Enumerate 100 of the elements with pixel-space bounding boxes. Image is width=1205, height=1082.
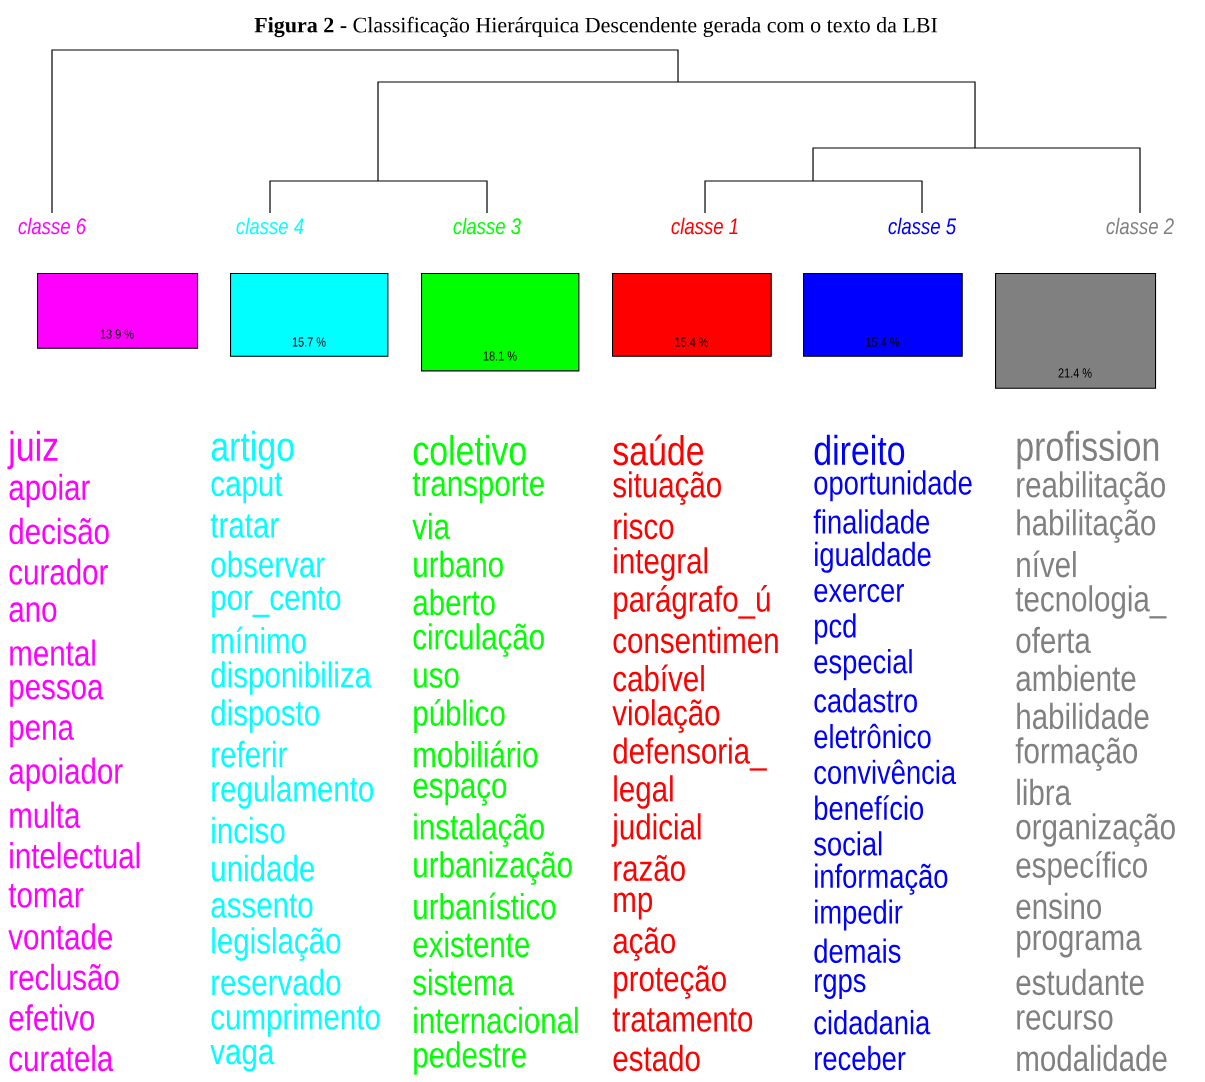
word: defensoria_ bbox=[613, 737, 767, 771]
word: tecnologia_ bbox=[1015, 585, 1167, 619]
word: circulação bbox=[413, 623, 544, 657]
word: vontade bbox=[8, 923, 112, 950]
word: caput bbox=[211, 472, 283, 504]
word: espaço bbox=[413, 778, 507, 806]
word: direito bbox=[814, 434, 905, 466]
word: aberto bbox=[413, 588, 495, 616]
word: eletrônico bbox=[814, 723, 931, 749]
word: judicial bbox=[611, 813, 701, 847]
word: mp bbox=[614, 892, 653, 920]
word: reclusão bbox=[10, 963, 119, 991]
word: habilidade bbox=[1017, 702, 1149, 730]
word: juiz bbox=[7, 430, 58, 470]
class-bar bbox=[37, 273, 199, 349]
word: igualdade bbox=[815, 541, 931, 573]
word: disposto bbox=[211, 699, 319, 733]
word: benefício bbox=[815, 795, 924, 821]
word: ensino bbox=[1016, 892, 1101, 920]
word: apoiador bbox=[9, 757, 123, 792]
word: tomar bbox=[8, 884, 84, 908]
word: referir bbox=[212, 740, 287, 768]
word: pedestre bbox=[414, 1041, 526, 1075]
word: mínimo bbox=[212, 626, 306, 654]
word: apoiar bbox=[9, 473, 90, 508]
word: oportunidade bbox=[814, 470, 972, 502]
word: impedir bbox=[815, 899, 903, 931]
word: ação bbox=[613, 927, 676, 961]
word: decisão bbox=[9, 517, 109, 545]
word: consentimen bbox=[613, 626, 778, 654]
word: via bbox=[412, 512, 450, 540]
word: cidadania bbox=[814, 1010, 931, 1035]
word: por_cento bbox=[212, 586, 341, 618]
word: organização bbox=[1016, 813, 1175, 847]
word: reabilitação bbox=[1017, 471, 1165, 505]
word: violação bbox=[612, 699, 720, 733]
word: rgps bbox=[815, 974, 866, 999]
class-label: classe 3 bbox=[453, 217, 521, 235]
word: tratar bbox=[210, 514, 279, 538]
word: sistema bbox=[413, 968, 514, 996]
word: específico bbox=[1016, 851, 1147, 885]
word: programa bbox=[1017, 930, 1142, 958]
word: pcd bbox=[815, 613, 856, 645]
word: ambiente bbox=[1016, 664, 1136, 692]
word: internacional bbox=[414, 1006, 578, 1034]
word: nível bbox=[1017, 550, 1076, 578]
word: público bbox=[414, 699, 505, 733]
word: instalação bbox=[414, 813, 544, 847]
word: intelectual bbox=[10, 842, 140, 869]
word: mobiliário bbox=[414, 740, 538, 768]
word: vaga bbox=[210, 1044, 275, 1072]
word: coletivo bbox=[413, 434, 526, 466]
word: assento bbox=[211, 894, 313, 918]
word: urbano bbox=[414, 550, 503, 578]
percentage-label: 15.4 % bbox=[866, 337, 900, 347]
word: tratamento bbox=[612, 1008, 753, 1032]
word: demais bbox=[814, 938, 901, 963]
word: estudante bbox=[1016, 968, 1144, 996]
word: curatela bbox=[9, 1044, 114, 1072]
word: convivência bbox=[814, 759, 957, 785]
word: estado bbox=[613, 1044, 700, 1072]
word: legislação bbox=[212, 927, 341, 961]
word: artigo bbox=[211, 430, 294, 470]
word: unidade bbox=[212, 854, 314, 882]
word: proteção bbox=[614, 965, 726, 999]
word: exercer bbox=[814, 583, 904, 603]
class-label: classe 4 bbox=[236, 217, 304, 235]
word: informação bbox=[815, 863, 948, 895]
word: risco bbox=[614, 512, 674, 540]
word: finalidade bbox=[813, 509, 930, 534]
word: inciso bbox=[212, 816, 285, 844]
class-bar bbox=[421, 273, 580, 372]
word: efetivo bbox=[9, 1004, 94, 1031]
class-bar bbox=[612, 273, 772, 357]
class-bar bbox=[995, 273, 1157, 389]
percentage-label: 18.1 % bbox=[483, 351, 517, 361]
figure-title: Figura 2 - Classificação Hierárquica Descendente gerada com o texto da LBI bbox=[254, 16, 938, 38]
word: recurso bbox=[1017, 1010, 1113, 1030]
word: mental bbox=[10, 639, 95, 666]
word: razão bbox=[614, 854, 685, 882]
word: disponibiliza bbox=[211, 661, 372, 695]
word: urbanização bbox=[414, 851, 572, 885]
word: cumprimento bbox=[211, 1003, 380, 1037]
class-label: classe 5 bbox=[888, 217, 957, 235]
percentage-label: 15.7 % bbox=[292, 337, 326, 347]
word: saúde bbox=[613, 434, 704, 466]
class-bar bbox=[803, 273, 963, 357]
word: pena bbox=[10, 720, 74, 748]
word: oferta bbox=[1016, 626, 1091, 654]
word: modalidade bbox=[1017, 1044, 1167, 1072]
word: transporte bbox=[412, 472, 544, 504]
word: formação bbox=[1015, 737, 1138, 771]
word: legal bbox=[614, 775, 673, 809]
word: habilitação bbox=[1017, 509, 1156, 543]
word: urbanístico bbox=[414, 892, 556, 920]
percentage-label: 13.9 % bbox=[100, 329, 134, 339]
word: cabível bbox=[613, 664, 704, 692]
word: pessoa bbox=[10, 679, 104, 707]
word: regulamento bbox=[212, 775, 374, 809]
class-label: classe 1 bbox=[671, 217, 738, 235]
